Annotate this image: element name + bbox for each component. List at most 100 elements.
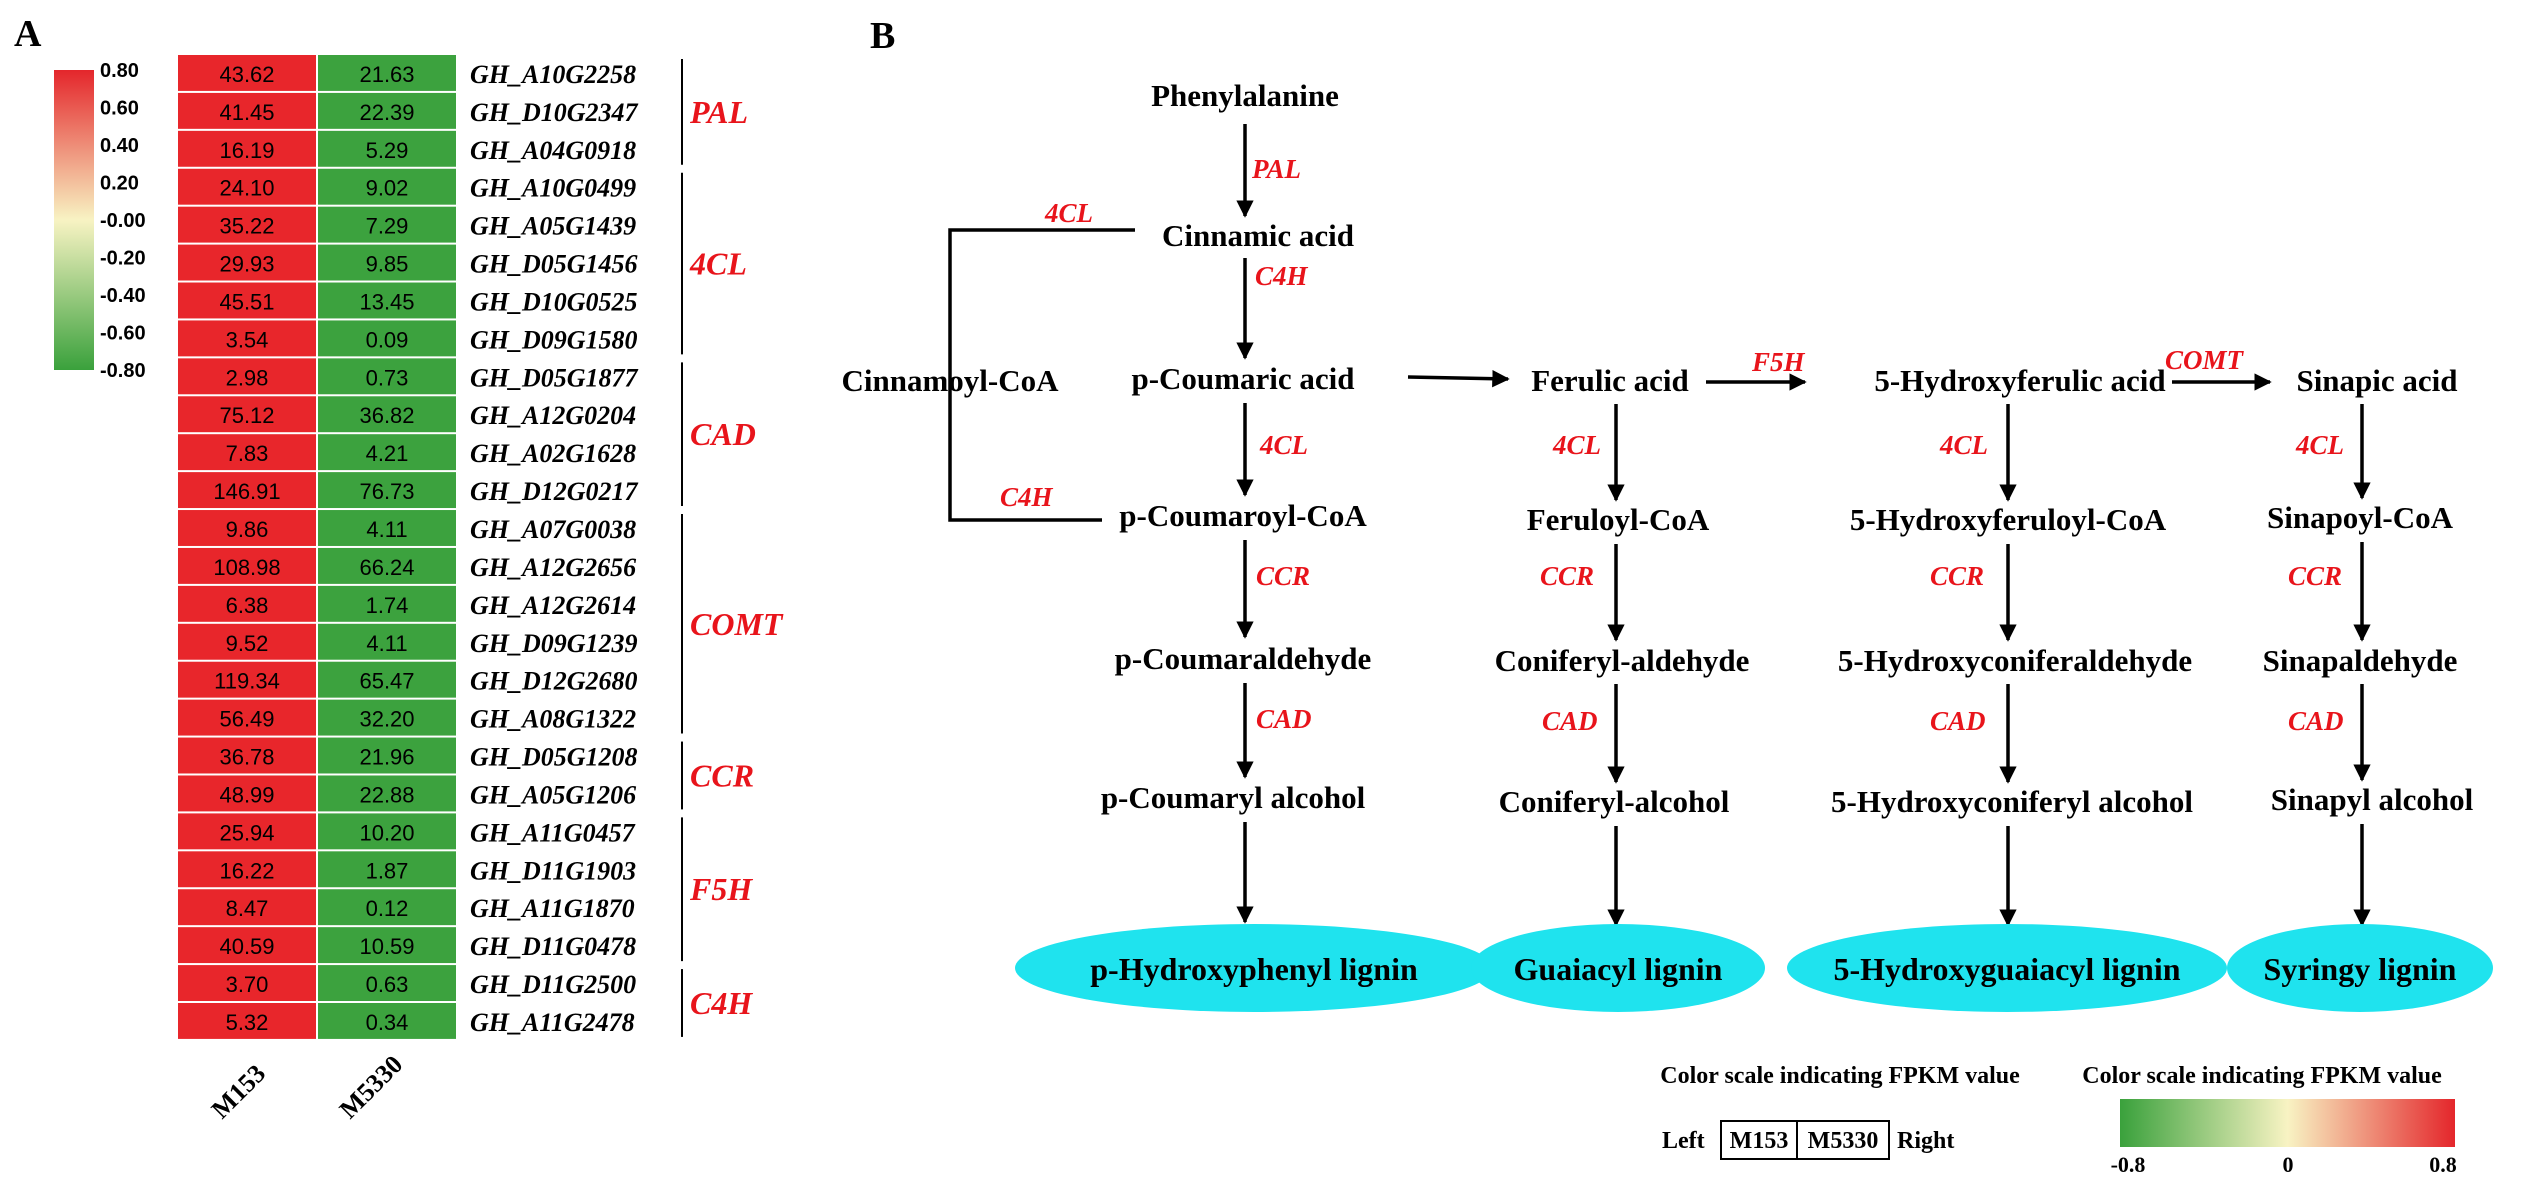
heatmap-value-m5330: 36.82 bbox=[359, 403, 414, 428]
lignin-g-ellipse bbox=[1471, 924, 1765, 1012]
color-scale-tick: -0.80 bbox=[100, 360, 146, 382]
lignin-h-label: p-Hydroxyphenyl lignin bbox=[1090, 951, 1418, 987]
lignin-5h-label: 5-Hydroxyguaiacyl lignin bbox=[1833, 951, 2180, 987]
gene-id-label: GH_A07G0038 bbox=[470, 515, 636, 544]
heatmap-value-m5330: 21.63 bbox=[359, 62, 414, 87]
compound-sinapyl-alcohol: Sinapyl alcohol bbox=[2271, 782, 2474, 817]
gene-id-label: GH_A11G1870 bbox=[470, 894, 635, 923]
gene-id-label: GH_A11G0457 bbox=[470, 818, 636, 847]
heatmap-value-m153: 24.10 bbox=[219, 176, 274, 201]
gene-id-label: GH_D09G1239 bbox=[470, 629, 638, 658]
heatmap-value-m153: 5.32 bbox=[226, 1010, 269, 1035]
lignin-products: p-Hydroxyphenyl lignin Guaiacyl lignin 5… bbox=[1015, 924, 2493, 1012]
heatmap-value-m5330: 65.47 bbox=[359, 669, 414, 694]
heatmap-value-m153: 7.83 bbox=[226, 441, 269, 466]
heatmap-cell-m153 bbox=[178, 813, 316, 850]
color-scale-tick: -0.00 bbox=[100, 210, 146, 232]
heatmap-value-m5330: 9.02 bbox=[366, 176, 409, 201]
heatmap-value-m153: 35.22 bbox=[219, 214, 274, 239]
heatmap-cell-m5330 bbox=[318, 434, 456, 471]
enzyme-cad-col2: CAD bbox=[1542, 706, 1598, 736]
heatmap-cell-m5330 bbox=[318, 699, 456, 736]
enzyme-comt: COMT bbox=[2165, 345, 2245, 375]
gene-id-label: GH_A12G0204 bbox=[470, 401, 636, 430]
legend-tick-min: -0.8 bbox=[2111, 1152, 2146, 1177]
heatmap-value-m153: 119.34 bbox=[214, 669, 280, 694]
heatmap-cell-m153 bbox=[178, 92, 316, 129]
compound-feruloyl-coa: Feruloyl-CoA bbox=[1527, 502, 1710, 537]
heatmap-value-m5330: 13.45 bbox=[359, 289, 414, 314]
gene-id-label: GH_A12G2614 bbox=[470, 591, 636, 620]
lignin-s-ellipse bbox=[2227, 924, 2493, 1012]
gene-id-label: GH_D05G1208 bbox=[470, 743, 638, 772]
gene-id-label: GH_D05G1456 bbox=[470, 250, 638, 279]
legend-left-word: Left bbox=[1662, 1128, 1705, 1154]
heatmap-value-m5330: 4.11 bbox=[366, 517, 407, 542]
legend-sample-box bbox=[1720, 1120, 1890, 1160]
enzyme-cad-col1: CAD bbox=[1256, 704, 1312, 734]
enzyme-ccr-col4: CCR bbox=[2288, 561, 2342, 591]
heatmap-cell-m153 bbox=[178, 206, 316, 243]
legend-box-left-sample: M153 bbox=[1730, 1128, 1789, 1154]
legend-left-title: Color scale indicating FPKM value bbox=[1660, 1063, 2020, 1089]
gene-group-label: F5H bbox=[689, 871, 753, 907]
pathway-arrows bbox=[948, 124, 2371, 927]
enzyme-4cl-cinnamic: 4CL bbox=[1044, 198, 1093, 228]
color-scale-tick: -0.20 bbox=[100, 248, 146, 270]
heatmap-value-m5330: 5.29 bbox=[366, 138, 409, 163]
panel-b-letter: B bbox=[870, 15, 895, 57]
heatmap-cell-m5330 bbox=[318, 813, 456, 850]
color-scale-tick: -0.40 bbox=[100, 285, 146, 307]
enzyme-cad-col4: CAD bbox=[2288, 706, 2344, 736]
heatmap-cell-m153 bbox=[178, 282, 316, 319]
heatmap-value-m5330: 10.59 bbox=[359, 934, 414, 959]
enzyme-ccr-col1: CCR bbox=[1256, 561, 1310, 591]
gene-id-label: GH_D09G1580 bbox=[470, 325, 638, 354]
heatmap-cell-m5330 bbox=[318, 737, 456, 774]
heatmap-cell-m153 bbox=[178, 585, 316, 622]
heatmap-value-m153: 108.98 bbox=[213, 555, 280, 580]
heatmap-cell-m153 bbox=[178, 55, 316, 91]
heatmap-value-m153: 48.99 bbox=[219, 782, 274, 807]
enzyme-ccr-col2: CCR bbox=[1540, 561, 1594, 591]
heatmap-cell-m153 bbox=[178, 737, 316, 774]
heatmap-value-m153: 9.86 bbox=[226, 517, 269, 542]
sample-label-m153: M153 bbox=[206, 1059, 271, 1124]
enzyme-c4h-bypass: C4H bbox=[1000, 482, 1054, 512]
compound-5-hydroxyferulic-acid: 5-Hydroxyferulic acid bbox=[1874, 363, 2165, 398]
heatmap-value-m5330: 0.73 bbox=[366, 365, 409, 390]
heatmap-cell-m5330 bbox=[318, 585, 456, 622]
heatmap-value-m5330: 0.63 bbox=[366, 972, 409, 997]
gene-group-label: CAD bbox=[690, 416, 756, 452]
heatmap-cell-m153 bbox=[178, 775, 316, 812]
heatmap-value-m153: 36.78 bbox=[219, 745, 274, 770]
heatmap-value-m153: 45.51 bbox=[219, 289, 274, 314]
arrow-coumaric-to-ferulic bbox=[1407, 369, 1510, 388]
heatmap-cell-m153 bbox=[178, 472, 316, 509]
panel-a-letter: A bbox=[14, 13, 42, 55]
compound-5-hydroxyconiferaldehyde: 5-Hydroxyconiferaldehyde bbox=[1838, 643, 2192, 678]
heatmap-value-m153: 29.93 bbox=[219, 252, 274, 277]
heatmap-cell-m153 bbox=[178, 851, 316, 888]
gene-id-label: GH_A12G2656 bbox=[470, 553, 636, 582]
compound-coniferyl-aldehyde: Coniferyl-aldehyde bbox=[1495, 643, 1750, 678]
gene-id-label: GH_D10G0525 bbox=[470, 287, 638, 316]
heatmap-cell-m5330 bbox=[318, 472, 456, 509]
gene-id-label: GH_A05G1439 bbox=[470, 212, 636, 241]
heatmap-cell-m5330 bbox=[318, 661, 456, 698]
heatmap-value-m5330: 22.39 bbox=[359, 100, 414, 125]
gene-labels: GH_A10G2258GH_D10G2347GH_A04G0918GH_A10G… bbox=[470, 60, 639, 1037]
heatmap-value-m153: 75.12 bbox=[219, 403, 274, 428]
heatmap-value-m5330: 32.20 bbox=[359, 707, 414, 732]
heatmap-cell-m153 bbox=[178, 510, 316, 546]
gene-group-label: C4H bbox=[690, 985, 753, 1021]
color-scale-tick: 0.20 bbox=[100, 173, 139, 195]
heatmap-cell-m5330 bbox=[318, 775, 456, 812]
heatmap-value-m5330: 0.09 bbox=[366, 327, 409, 352]
heatmap-cell-m5330 bbox=[318, 130, 456, 167]
legend-box-right-sample: M5330 bbox=[1808, 1128, 1879, 1154]
bypass-cinnamoyl-coa bbox=[948, 228, 1135, 522]
